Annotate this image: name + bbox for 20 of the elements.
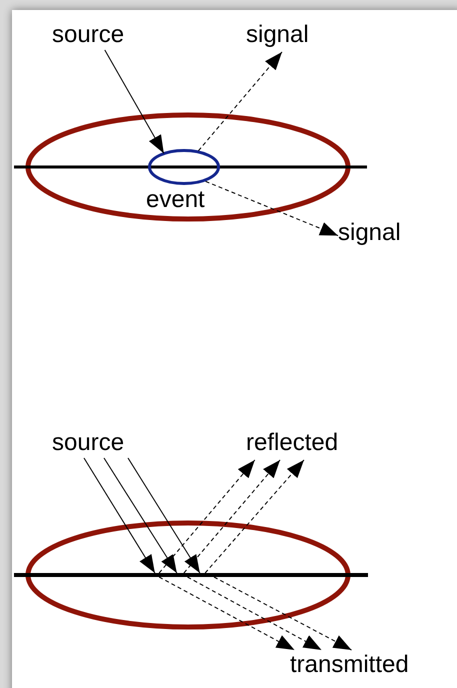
arrow: [204, 460, 304, 574]
text-label: source: [52, 20, 124, 50]
text-label: reflected: [246, 428, 338, 458]
arrow: [84, 458, 156, 574]
text-label: transmitted: [290, 650, 409, 680]
arrow: [205, 180, 338, 236]
arrow: [158, 460, 256, 574]
text-label: source: [52, 428, 124, 458]
event-ellipse: [148, 149, 220, 185]
arrow: [128, 458, 200, 574]
arrow: [214, 576, 352, 650]
text-label: signal: [246, 20, 309, 50]
arrow: [198, 52, 282, 152]
arrow: [104, 50, 164, 154]
text-label: signal: [338, 218, 401, 248]
arrow: [158, 576, 295, 650]
node-label: event: [146, 186, 205, 214]
arrow: [183, 460, 281, 574]
arrow: [104, 458, 178, 574]
arrow: [186, 576, 322, 650]
